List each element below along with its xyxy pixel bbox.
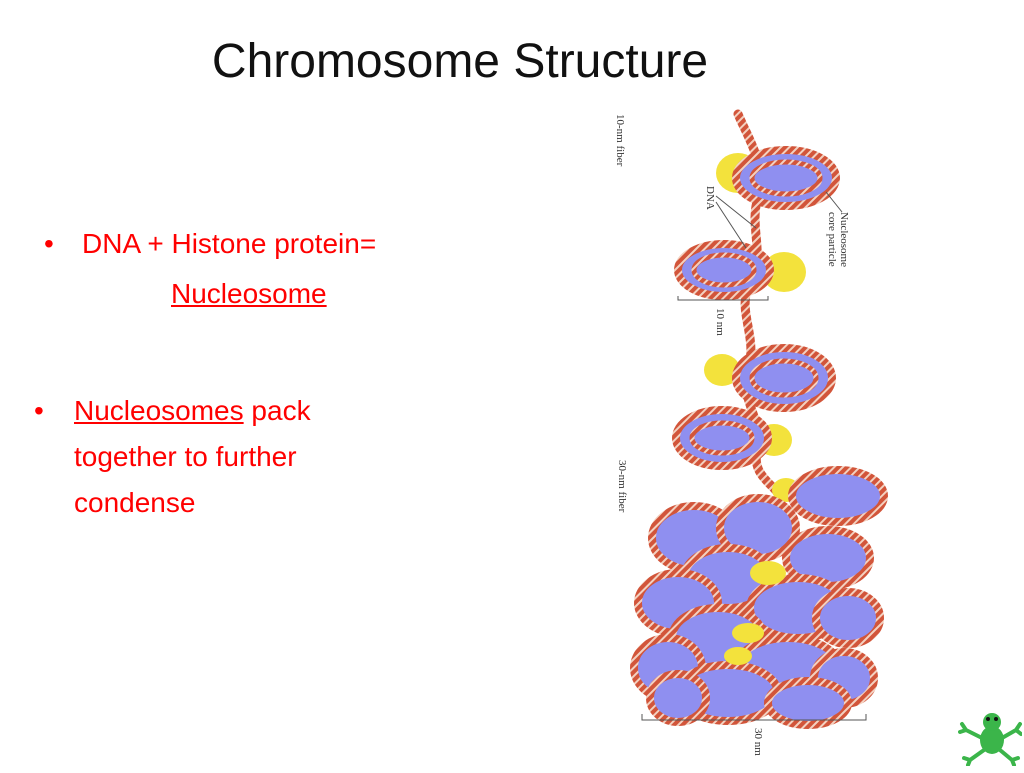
- packed-fiber: [630, 494, 884, 729]
- label-30nm: 30 nm: [752, 728, 764, 756]
- nucleosome-2: [674, 240, 806, 300]
- bullet-dot: •: [44, 228, 54, 259]
- bullet-2-text: Nucleosomes pack together to further con…: [74, 388, 414, 526]
- label-nucleosome-core: Nucleosome core particle: [826, 212, 850, 267]
- bullet-dot: •: [34, 395, 44, 426]
- chromosome-diagram: 10-nm fiber DNA Nucleosome core particle…: [598, 108, 898, 768]
- bullet-1-line-1: DNA + Histone protein=: [82, 228, 377, 259]
- bullet-2-underlined: Nucleosomes: [74, 395, 244, 426]
- label-dna: DNA: [704, 186, 716, 210]
- bullet-1-line-2: Nucleosome: [171, 278, 327, 309]
- nucleosome-4: [672, 406, 792, 470]
- slide-title: Chromosome Structure: [211, 35, 709, 88]
- nucleosome-5: [772, 466, 888, 526]
- nucleosome-1: [716, 146, 840, 210]
- label-10nm: 10 nm: [714, 308, 726, 336]
- bullet-2-rest: pack together to further condense: [74, 395, 311, 518]
- label-10nm-fiber: 10-nm fiber: [614, 114, 626, 167]
- nucleosome-3: [704, 344, 836, 412]
- label-30nm-fiber: 30-nm fiber: [616, 460, 628, 513]
- frog-icon: [958, 708, 1023, 767]
- chromosome-illustration: [630, 109, 888, 729]
